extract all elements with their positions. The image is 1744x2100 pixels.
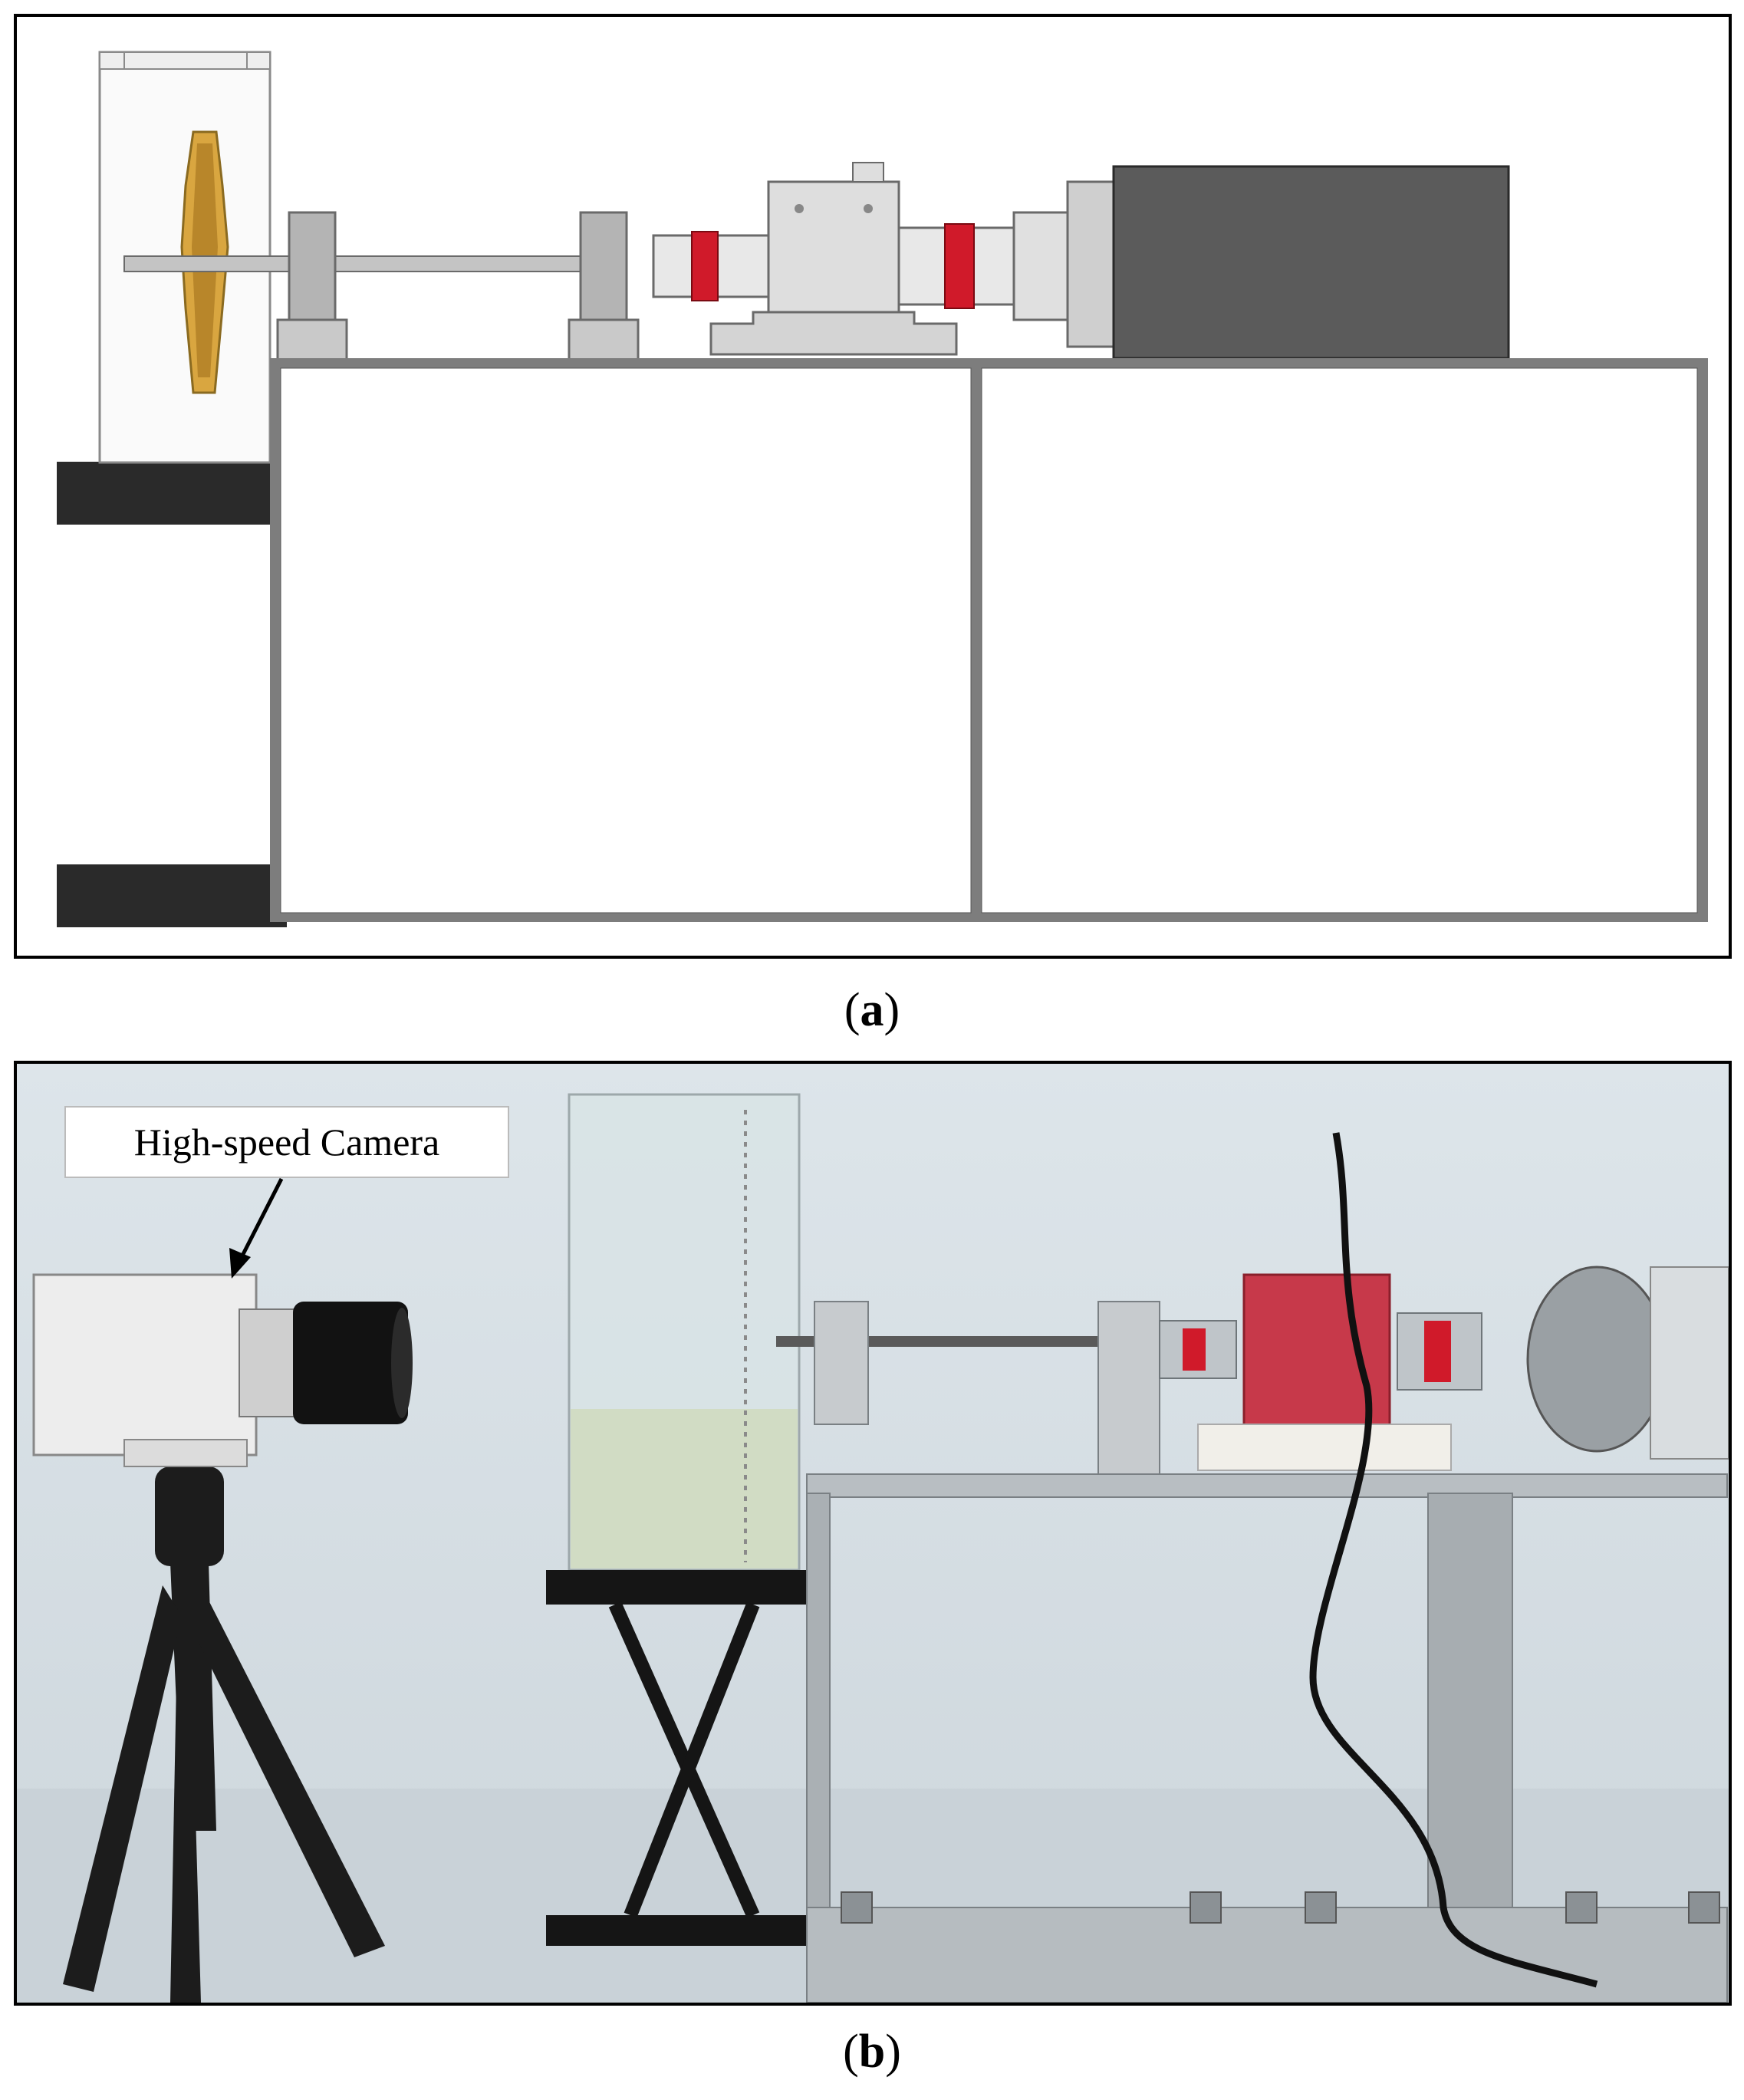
sensor-base — [709, 311, 958, 356]
lower-base-block — [57, 864, 287, 927]
caption-b: (b) — [843, 2026, 901, 2078]
motor — [1650, 1266, 1729, 1460]
bearing-block-2 — [1097, 1301, 1160, 1475]
panel-a-cad-drawing — [14, 14, 1732, 959]
motor — [1112, 165, 1510, 360]
sensor-base — [1197, 1424, 1452, 1471]
sensor-cable — [1309, 1132, 1598, 1988]
shaft — [123, 255, 616, 272]
camera-lens — [293, 1302, 408, 1424]
torque-sensor — [767, 180, 900, 314]
motor-flange — [1526, 1266, 1667, 1453]
cad-drawing — [57, 51, 1708, 927]
motor-flange — [1066, 180, 1115, 348]
frame-leg — [1427, 1493, 1513, 1924]
frame-top-plate — [806, 1473, 1728, 1498]
tripod — [63, 1466, 385, 2003]
camera-callout-label: High-speed Camera — [64, 1106, 509, 1178]
bearing-block-1 — [814, 1301, 869, 1425]
upper-base-block — [57, 462, 287, 525]
caption-a: (a) — [844, 984, 900, 1036]
panel-b-photo: High-speed Camera — [14, 1061, 1732, 2006]
high-speed-camera — [32, 1273, 258, 1457]
arrow-icon — [229, 1177, 284, 1279]
caption-b-label: b — [858, 2026, 886, 2078]
lift-table-top — [546, 1570, 814, 1605]
caption-a-label: a — [860, 984, 884, 1036]
photo-illustration — [17, 1064, 1729, 2003]
